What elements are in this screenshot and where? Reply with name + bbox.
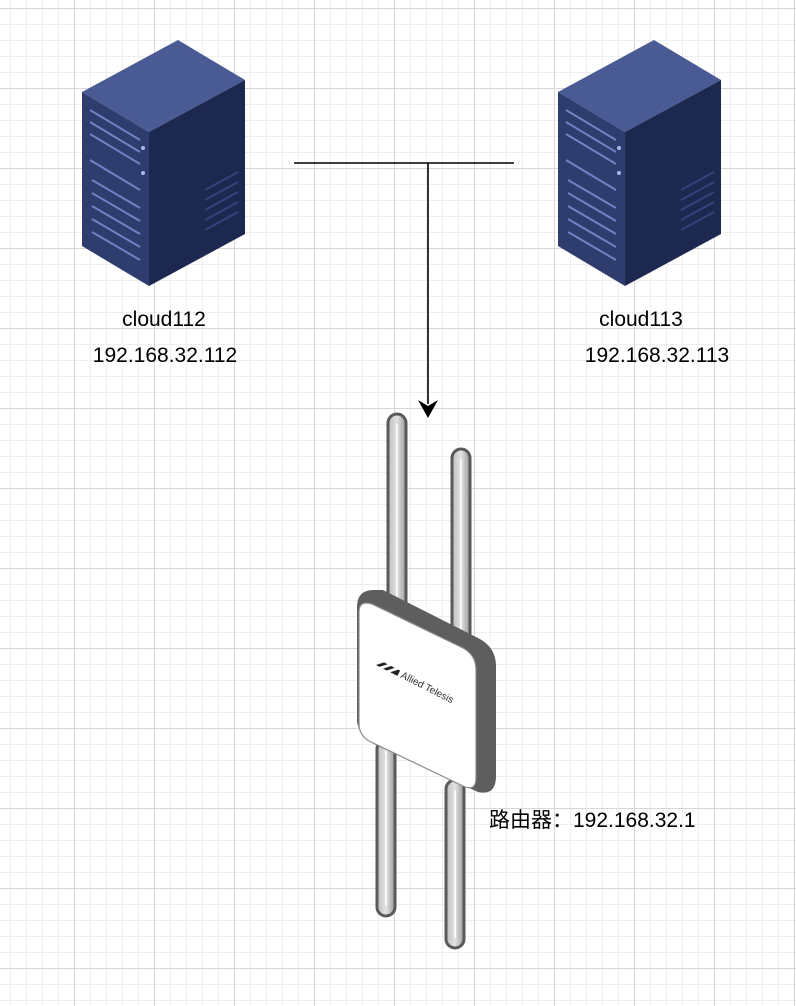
server-front-vents [89, 109, 141, 261]
server-top-face [558, 40, 721, 132]
device-front-face [358, 602, 477, 789]
server-front-vents [565, 109, 617, 261]
server-front-leds [617, 146, 621, 175]
connector-arrowhead [418, 400, 438, 418]
server-side-face [625, 80, 721, 286]
router-label: 路由器：192.168.32.1 [489, 809, 696, 832]
antenna-lower-left [375, 738, 397, 918]
server-front-face [82, 92, 149, 286]
server-left-name: cloud112 [122, 308, 206, 331]
server-right-name: cloud113 [599, 308, 683, 331]
antenna-lower-right [444, 778, 466, 950]
server-side-vents [204, 171, 239, 231]
server-front-face [558, 92, 625, 286]
server-side-face [149, 80, 245, 286]
wireless-access-point-icon[interactable]: Allied Telesis [357, 412, 496, 950]
server-tower-icon[interactable] [558, 40, 721, 286]
server-top-face [82, 40, 245, 132]
server-tower-icon[interactable] [82, 40, 245, 286]
server-right-ip: 192.168.32.113 [584, 344, 730, 367]
antenna-upper-left [386, 412, 408, 616]
server-left-ip: 192.168.32.112 [92, 344, 238, 367]
connector-group [294, 162, 514, 418]
server-side-vents [680, 171, 715, 231]
antenna-upper-right [450, 447, 472, 646]
server-front-leds [141, 146, 145, 175]
